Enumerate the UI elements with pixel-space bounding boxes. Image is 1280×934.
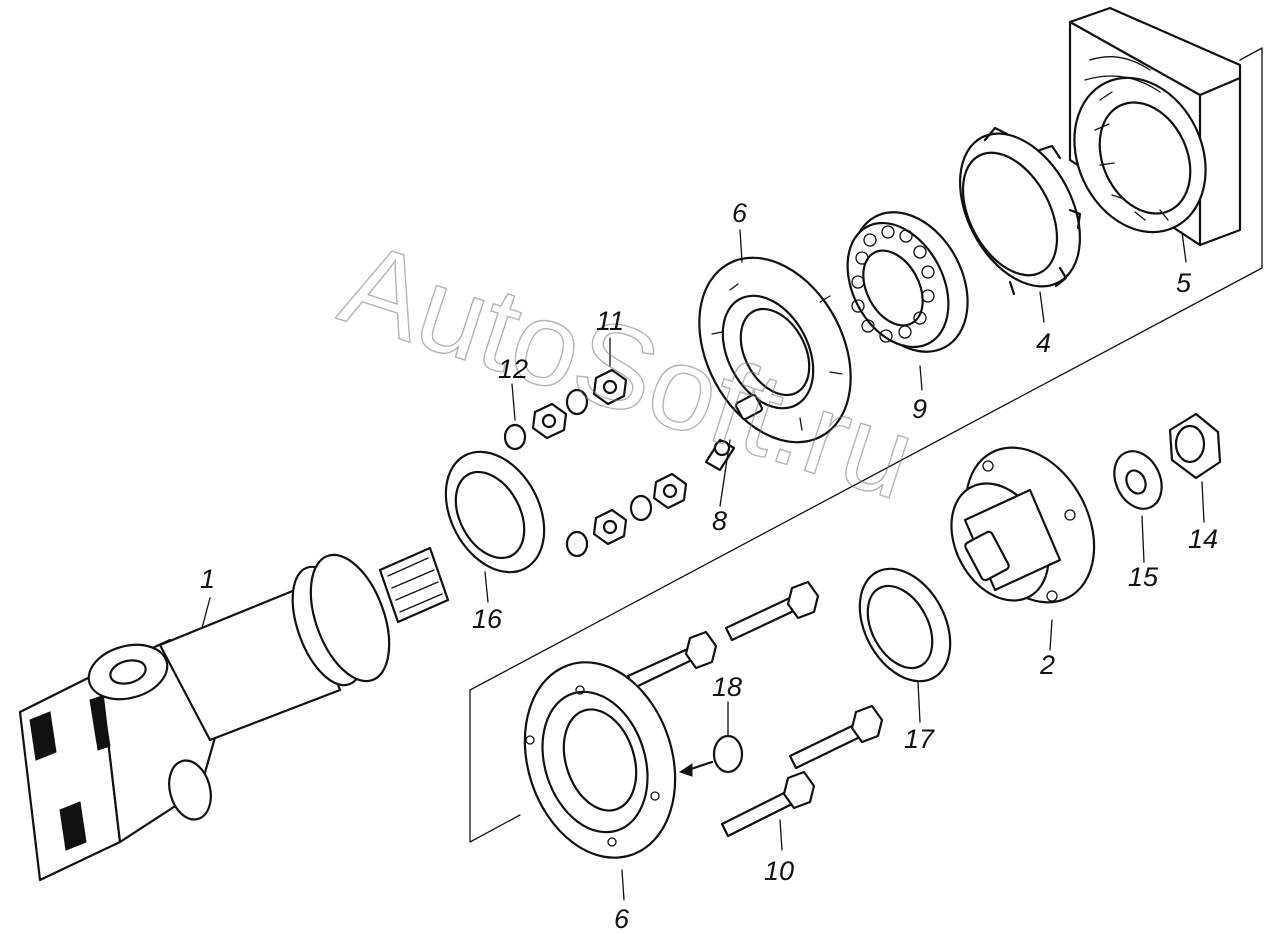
part-9-ball-bearing [846,211,969,353]
callout-8: 8 [712,506,727,536]
callout-11: 11 [596,306,624,336]
part-10-bolts [626,580,884,838]
callout-4: 4 [1036,328,1051,358]
part-4-cage-ring [958,126,1082,296]
part-17-seal [858,567,952,683]
callout-2: 2 [1039,650,1055,680]
callout-6-lower: 6 [614,904,630,934]
callout-1: 1 [200,564,215,594]
part-6-upper-cover [698,256,852,444]
callout-14: 14 [1188,524,1218,554]
callout-5: 5 [1176,268,1192,298]
callout-6-upper: 6 [732,198,748,228]
watermark-text: AutoSoft.ru [327,217,929,525]
leader-lines [201,229,1205,901]
callout-16: 16 [472,604,503,634]
part-8-grease-nipple [704,438,736,472]
callout-18: 18 [712,672,742,702]
callout-15: 15 [1128,562,1159,592]
part-14-nut [1168,412,1222,480]
part-6-lower-cover [523,661,677,859]
part-16-seal [444,450,546,574]
callout-10: 10 [764,856,794,886]
watermark: AutoSoft.ru [326,216,930,525]
part-18-plug [678,734,744,777]
callout-labels: 1 2 4 5 6 6 8 9 10 11 12 14 15 16 17 18 [200,198,1218,934]
part-11-12-nuts-washers [503,368,688,558]
part-5-bearing-support [1068,6,1242,247]
callout-9: 9 [912,394,927,424]
part-15-washer [1113,450,1163,510]
part-1-cardan-shaft [18,546,450,882]
callout-17: 17 [904,724,935,754]
part-2-flange [950,446,1096,604]
callout-12: 12 [498,354,528,384]
assembly-frame [469,47,1263,843]
